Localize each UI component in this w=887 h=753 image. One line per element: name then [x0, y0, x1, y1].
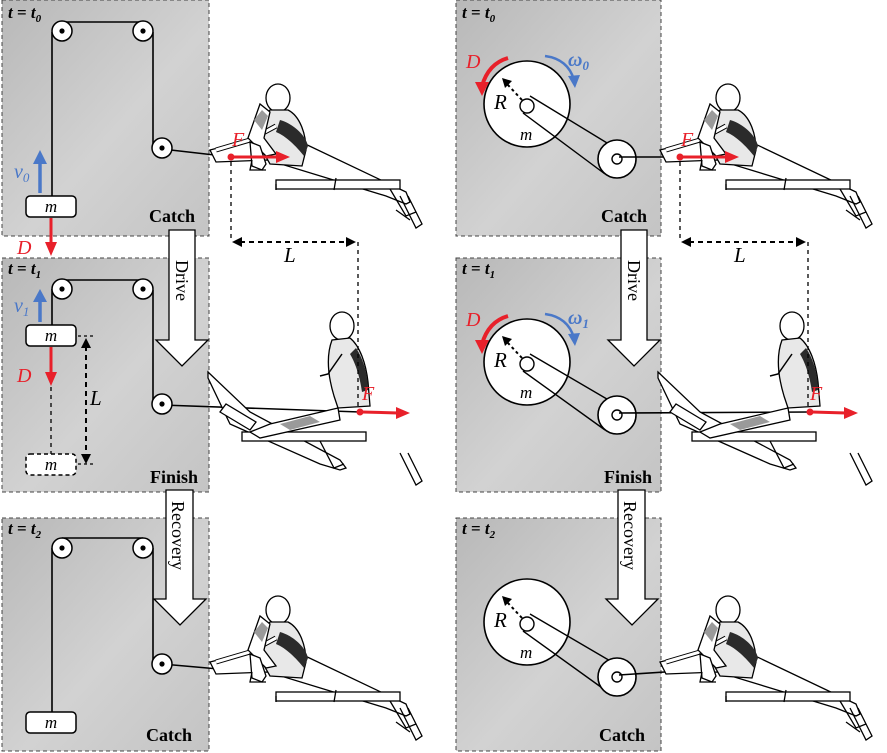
force-label: F	[361, 383, 375, 405]
pulley-icon	[51, 278, 73, 300]
length-label: L	[733, 243, 746, 267]
block-arrow-icon: Drive	[154, 229, 210, 367]
rower-icon	[210, 84, 416, 220]
phase-catch: Catch	[146, 725, 192, 745]
mass-label: m	[520, 643, 532, 662]
time-label-t0: t = t0	[8, 3, 42, 25]
length-label: L	[89, 386, 102, 410]
mass-label: m	[520, 125, 532, 144]
rower-icon	[210, 596, 416, 732]
force-label: F	[231, 129, 245, 151]
transition-recovery: Recovery	[168, 501, 188, 570]
time-label-t1: t = t1	[8, 259, 41, 281]
left-column: m m m m v0 v1 D D L t = t0 t = t1 t = t2	[1, 0, 361, 752]
block-arrow-icon: Recovery	[152, 489, 208, 626]
pulley-icon	[132, 20, 154, 42]
pulley-icon	[51, 537, 73, 559]
transition-recovery: Recovery	[620, 501, 640, 570]
pulley-icon	[132, 537, 154, 559]
v1-label: v1	[14, 295, 29, 319]
transition-drive: Drive	[172, 260, 192, 301]
radius-label: R	[493, 90, 507, 114]
v0-label: v0	[14, 161, 30, 185]
pulley-icon	[151, 393, 173, 415]
phase-catch: Catch	[149, 206, 195, 226]
radius-label: R	[493, 608, 507, 632]
phase-catch: Catch	[601, 206, 647, 226]
mass-label: m	[520, 383, 532, 402]
transition-drive: Drive	[624, 260, 644, 301]
drag-label: D	[465, 51, 481, 73]
block-arrow-icon: Recovery	[604, 489, 660, 626]
radius-label: R	[493, 348, 507, 372]
pulley-icon	[151, 653, 173, 675]
drag-label: D	[16, 365, 32, 387]
mass-block	[25, 324, 77, 347]
mass-block	[25, 195, 77, 218]
mass-label: m	[45, 713, 57, 732]
mass-label: m	[45, 197, 57, 216]
phase-finish: Finish	[604, 467, 652, 487]
rowing-machine-icon	[399, 195, 873, 741]
pulley-icon	[132, 278, 154, 300]
phase-catch: Catch	[599, 725, 645, 745]
time-label-t1: t = t1	[462, 259, 495, 281]
omega1-label: ω1	[568, 307, 589, 331]
time-label-t0: t = t0	[462, 3, 496, 25]
block-arrow-icon: Drive	[606, 229, 662, 367]
omega0-label: ω0	[568, 49, 589, 73]
mass-label: m	[45, 326, 57, 345]
rower-icon	[660, 84, 866, 220]
phase-finish: Finish	[150, 467, 198, 487]
drag-label: D	[465, 309, 481, 331]
mass-label: m	[45, 455, 57, 474]
force-label: F	[680, 129, 694, 151]
pulley-icon	[51, 20, 73, 42]
time-label-t2: t = t2	[8, 519, 42, 541]
force-label: F	[809, 383, 823, 405]
rower-icon	[657, 311, 887, 471]
right-column: D D ω0 ω1 R R R m m m t = t0 t = t1 t = …	[455, 0, 662, 752]
mass-block	[25, 711, 77, 734]
time-label-t2: t = t2	[462, 519, 496, 541]
rower-icon	[660, 596, 866, 732]
pulley-icon	[151, 137, 173, 159]
drag-label: D	[16, 237, 32, 259]
length-label: L	[283, 243, 296, 267]
